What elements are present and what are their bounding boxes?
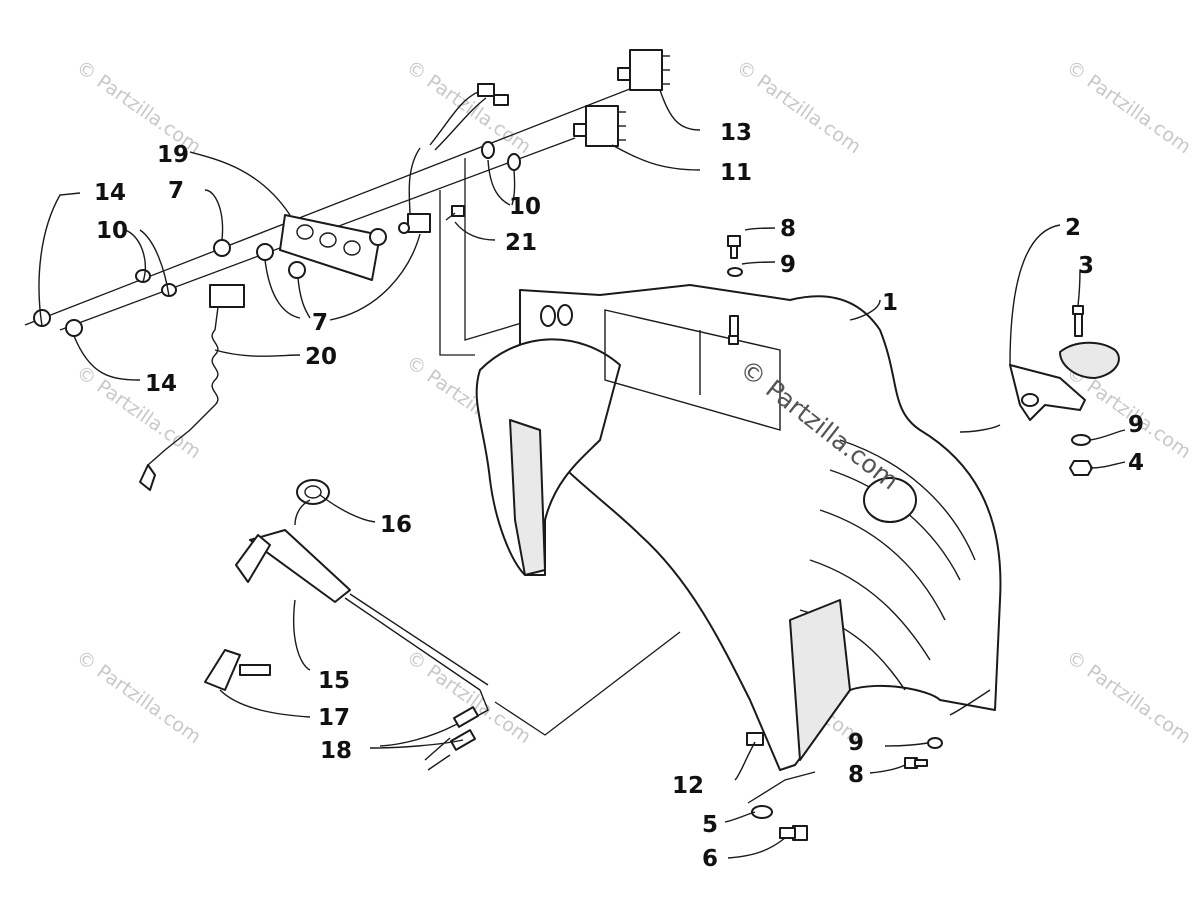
wire-connector	[408, 83, 509, 216]
nuts-7	[213, 228, 387, 279]
callout-8a: 8	[780, 216, 796, 242]
callout-7b: 7	[312, 310, 328, 336]
callout-16: 16	[380, 512, 412, 538]
cable-ends-18	[424, 706, 480, 771]
callout-10b: 10	[509, 194, 541, 220]
callout-labels: 1 2 3 4 5 6 7 7 8 8 9 9 9 10 10 11 12 13…	[94, 120, 1144, 872]
lever-assembly-15	[235, 529, 489, 726]
callout-14a: 14	[94, 180, 126, 206]
screw-8-top	[728, 315, 739, 345]
callout-11: 11	[720, 160, 752, 186]
screw-21	[445, 205, 465, 221]
washer-5	[751, 805, 773, 819]
bolt-6	[779, 825, 808, 841]
watermark: © Partzilla.com	[732, 56, 865, 158]
callout-18: 18	[320, 738, 352, 764]
callout-9c: 9	[848, 730, 864, 756]
mount-plate	[1059, 341, 1120, 379]
watermark: © Partzilla.com	[72, 646, 205, 748]
washer-9-top	[727, 267, 743, 277]
watermark: © Partzilla.com	[1062, 56, 1195, 158]
lever-17	[204, 649, 271, 691]
watermark: © Partzilla.com	[72, 361, 205, 463]
callout-20: 20	[305, 344, 337, 370]
callout-14b: 14	[145, 371, 177, 397]
callout-21: 21	[505, 230, 537, 256]
washer-9-right	[1071, 434, 1091, 446]
callout-6: 6	[702, 846, 718, 872]
watermark: © Partzilla.com	[1062, 646, 1195, 748]
key-switch-20	[398, 213, 431, 234]
screw-8-upper	[727, 235, 741, 259]
callout-1: 1	[882, 290, 898, 316]
callout-5: 5	[702, 812, 718, 838]
lock-nut-16	[296, 479, 330, 505]
callout-2: 2	[1065, 215, 1081, 241]
mount-bracket	[1009, 364, 1086, 421]
tether-switch	[139, 284, 245, 491]
callout-17: 17	[318, 705, 350, 731]
washer-9-bottom	[927, 737, 943, 749]
callout-10a: 10	[96, 218, 128, 244]
callout-9b: 9	[1128, 412, 1144, 438]
callout-8b: 8	[848, 762, 864, 788]
callout-3: 3	[1078, 253, 1094, 279]
screw-3	[1072, 305, 1084, 337]
screw-8-bottom	[904, 757, 928, 769]
callout-12: 12	[672, 773, 704, 799]
decal-plate-19	[279, 214, 381, 281]
callout-7a: 7	[168, 178, 184, 204]
washers-10-upper	[481, 141, 521, 171]
grommet-12	[746, 732, 764, 746]
switch-11	[573, 105, 626, 147]
leader-lines	[38, 89, 1126, 859]
switch-13	[617, 49, 670, 91]
callout-19: 19	[157, 142, 189, 168]
callout-4: 4	[1128, 450, 1144, 476]
watermark: © Partzilla.com	[402, 56, 535, 158]
callout-9a: 9	[780, 252, 796, 278]
callout-13: 13	[720, 120, 752, 146]
callout-15: 15	[318, 668, 350, 694]
nut-4	[1069, 460, 1093, 476]
console-hood	[475, 284, 1002, 771]
